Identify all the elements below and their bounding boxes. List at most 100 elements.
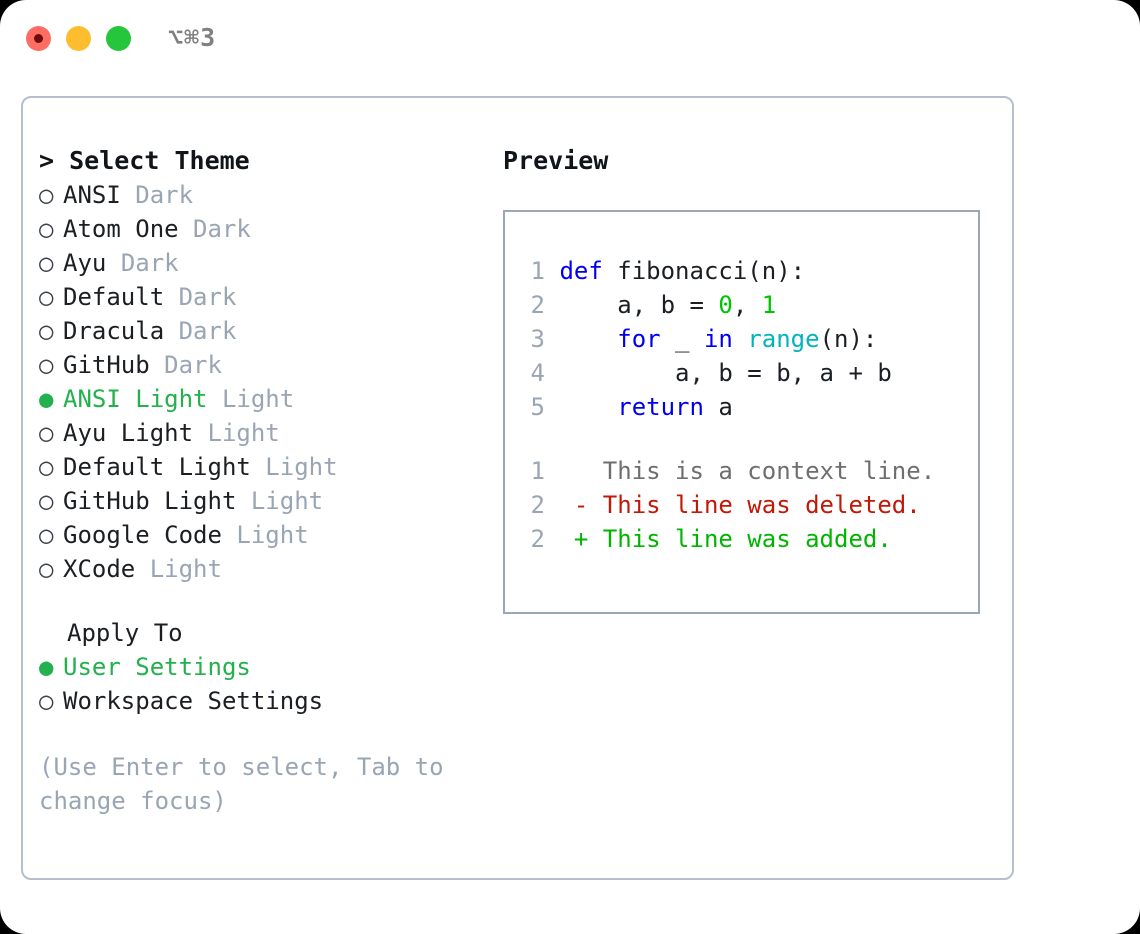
code-line: 5 return a [505,390,978,424]
theme-variant-tag: Dark [178,317,237,345]
theme-list-item[interactable]: ○ XCode Light [39,552,489,586]
title-bar: ⌥⌘3 [0,0,1140,78]
code-token: a, b = b, a + b [559,359,892,387]
gutter-gap [545,291,559,319]
theme-name: GitHub [63,351,150,379]
diff-marker: + [545,525,589,553]
theme-list-item[interactable]: ○Dracula Dark [39,314,489,348]
theme-name: XCode [63,555,136,583]
code-line-number: 4 [530,359,545,387]
radio-unselected-icon: ○ [39,453,54,481]
code-token: a, b = [559,291,719,319]
code-line-number: 2 [530,291,545,319]
theme-list-item[interactable]: ○ GitHub Dark [39,348,489,382]
code-line-number: 5 [530,393,545,421]
apply-to-list: ●User Settings ○ Workspace Settings [39,650,489,718]
radio-unselected-icon: ○ [39,249,54,277]
code-token: return [617,393,704,421]
diff-line: 1 This is a context line. [505,454,978,488]
theme-list-item[interactable]: ○Default Light Light [39,450,489,484]
spacer [251,453,265,481]
theme-variant-tag: Dark [193,215,251,243]
diff-marker [545,457,588,485]
theme-variant-tag: Light [250,487,324,515]
code-token: def [559,257,603,285]
minimize-window-button[interactable] [66,26,91,51]
theme-variant-tag: Light [207,419,280,447]
apply-to-option[interactable]: ●User Settings [39,650,489,684]
apply-to-label: User Settings [63,653,251,681]
radio-unselected-icon: ○ [39,555,54,583]
keyboard-hint-text: (Use Enter to select, Tab to change focu… [39,753,444,815]
keyboard-shortcut-label: ⌥⌘3 [168,23,217,52]
spacer [222,521,236,549]
code-token: 1 [761,291,777,319]
radio-unselected-icon: ○ [39,351,54,379]
content-panel: > Select Theme ○ANSI Dark○Atom One Dark○… [21,96,1014,880]
gutter-gap [545,325,559,353]
spacer [236,487,250,515]
code-line-number: 1 [530,257,545,285]
apply-to-heading: Apply To [67,619,183,647]
code-line: 4 a, b = b, a + b [505,356,978,390]
code-token: (n): [819,325,878,353]
apply-to-option[interactable]: ○ Workspace Settings [39,684,489,718]
radio-unselected-icon: ○ [39,687,54,715]
spacer [164,317,178,345]
spacer [164,283,178,311]
code-token: _ [660,325,704,353]
theme-variant-tag: Dark [178,283,237,311]
apply-to-label: Workspace Settings [63,687,324,715]
radio-unselected-icon: ○ [39,487,54,515]
theme-name: Atom One [63,215,179,243]
diff-text: This is a context line. [588,457,936,485]
code-token: a [703,393,733,421]
gutter-gap [545,359,559,387]
spacer [150,351,164,379]
spacer [193,419,207,447]
spacer [179,215,193,243]
diff-line-number: 2 [530,491,545,519]
theme-name: Google Code [63,521,222,549]
radio-selected-icon: ● [39,385,54,413]
maximize-window-button[interactable] [106,26,131,51]
theme-list-item[interactable]: ○ANSI Dark [39,178,489,212]
theme-list-item[interactable]: ○ Ayu Light Light [39,416,489,450]
theme-list-item[interactable]: ○GitHub Light Light [39,484,489,518]
radio-unselected-icon: ○ [39,419,54,447]
theme-variant-tag: Light [149,555,222,583]
code-token: 0 [718,291,733,319]
radio-unselected-icon: ○ [39,181,54,209]
theme-picker-column: > Select Theme ○ANSI Dark○Atom One Dark○… [39,144,489,818]
radio-unselected-icon: ○ [39,215,54,243]
theme-list-item[interactable]: ○ Ayu Dark [39,246,489,280]
theme-list-item[interactable]: ○ Atom One Dark [39,212,489,246]
theme-list-item[interactable]: ○Google Code Light [39,518,489,552]
theme-variant-tag: Dark [164,351,222,379]
theme-name: ANSI [63,181,121,209]
diff-line: 2 + This line was added. [505,522,978,556]
theme-name: Ayu [63,249,107,277]
radio-unselected-icon: ○ [39,283,54,311]
diff-line-number: 1 [530,457,545,485]
theme-list-item[interactable]: ○Default Dark [39,280,489,314]
theme-picker-heading: > Select Theme [39,146,250,175]
diff-marker: - [545,491,589,519]
theme-list-item[interactable]: ●ANSI Light Light [39,382,489,416]
theme-name: Ayu Light [63,419,194,447]
diff-sample: 1 This is a context line.2 - This line w… [505,454,978,556]
radio-unselected-icon: ○ [39,317,54,345]
code-line: 3 for _ in range(n): [505,322,978,356]
diff-line: 2 - This line was deleted. [505,488,978,522]
theme-name: Default Light [63,453,251,481]
theme-variant-tag: Dark [120,249,179,277]
theme-list: ○ANSI Dark○Atom One Dark○Ayu Dark○Defaul… [39,178,489,586]
close-window-button[interactable] [26,26,51,51]
preview-heading: Preview [503,146,609,175]
code-token: in [703,325,733,353]
code-token [733,325,747,353]
code-token: , [732,291,762,319]
